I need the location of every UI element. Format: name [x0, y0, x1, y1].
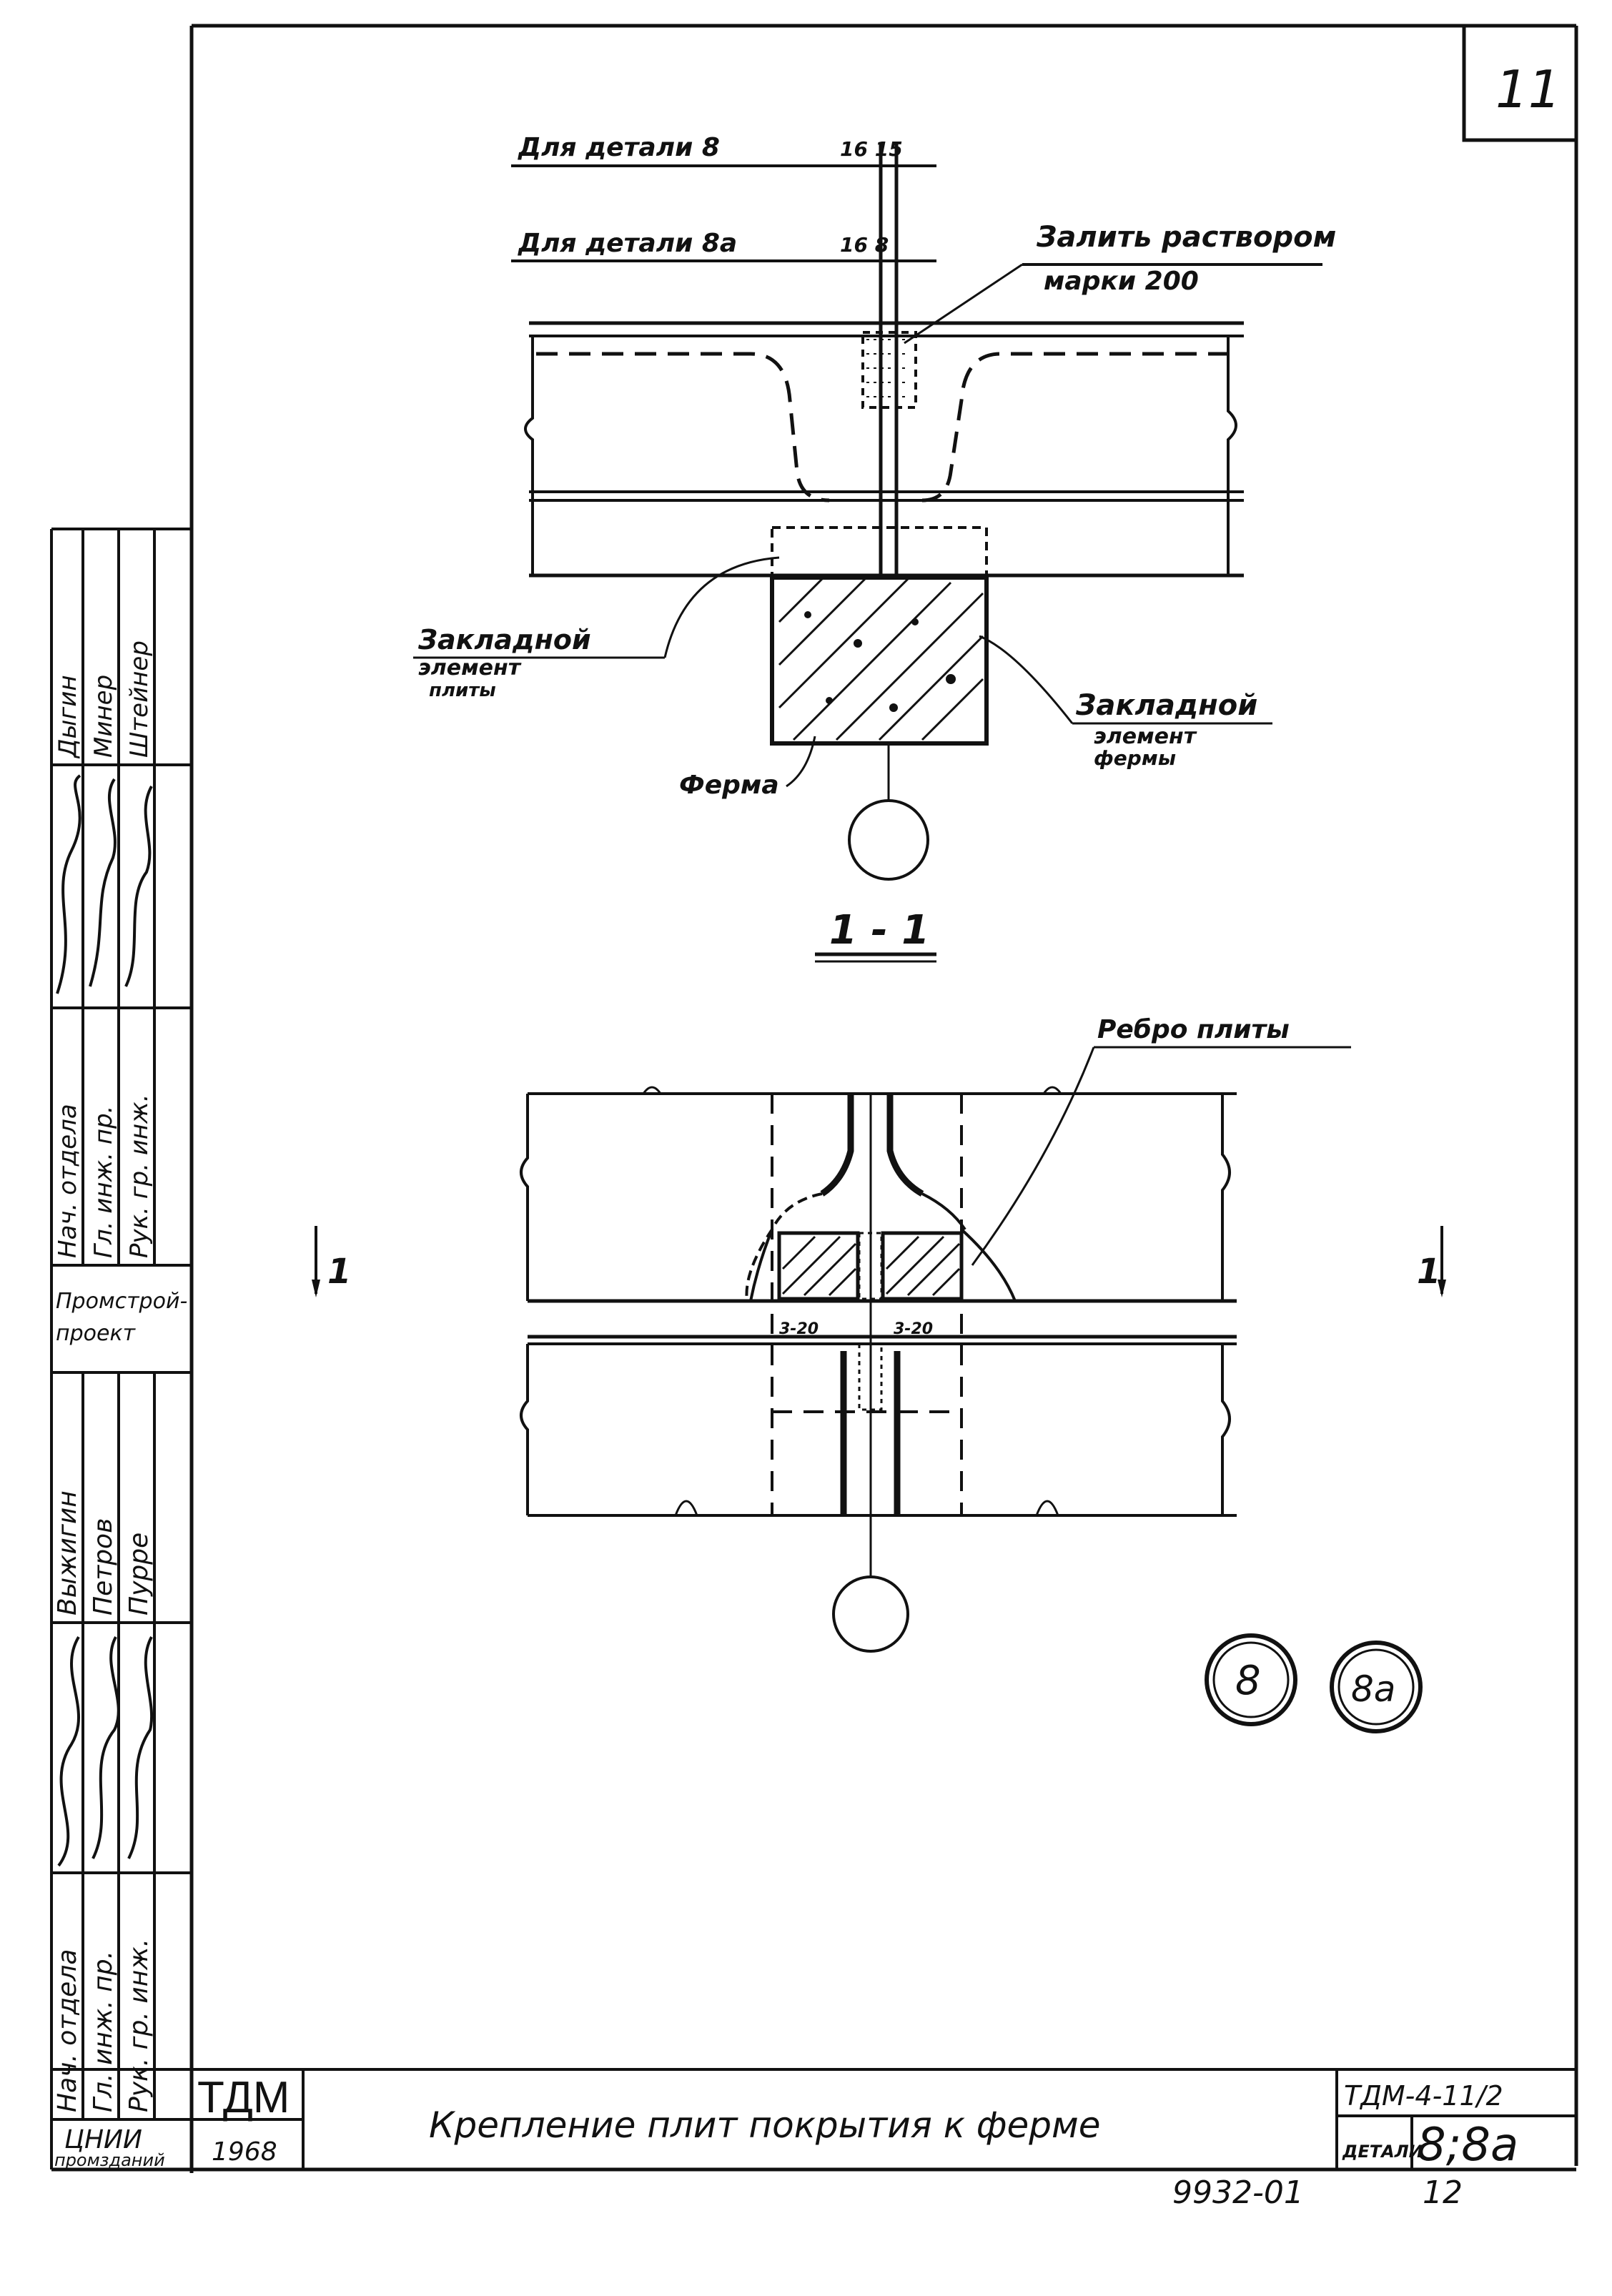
section-view: Для детали 8 16 15 Для детали 8а 16 8 За… [413, 133, 1336, 963]
stamp-org2-line1: ЦНИИ [64, 2125, 142, 2154]
stamp-role-4: Нач. отдела [53, 1949, 82, 2112]
detail-mark-8a: 8а [1330, 1641, 1423, 1733]
detail-mark-8-label: 8 [1235, 1658, 1261, 1704]
dim-right: 3-20 [894, 1320, 933, 1338]
details-label: ДЕТАЛИ [1342, 2142, 1423, 2162]
axis-marker-top [848, 799, 929, 881]
truss-hatching [778, 578, 984, 741]
stamp-role-2: Гл. инж. пр. [89, 1106, 118, 1258]
sheet-title: Крепление плит покрытия к ферме [429, 2104, 1101, 2146]
stamp-role-6: Рук. гр. инж. [124, 1939, 154, 2112]
callout-plate-embed-2: элемент [418, 655, 522, 681]
left-stamp: Нач. отдела Гл. инж. пр. Рук. гр. инж. Д… [50, 528, 192, 2170]
axis-marker-bottom [832, 1575, 909, 1653]
stamp-role-1: Нач. отдела [54, 1104, 82, 1258]
sheet-number-box: 11 [1462, 26, 1576, 142]
plate-hatching [781, 1235, 961, 1297]
stamp-org1-line2: проект [56, 1321, 137, 1346]
stamp-name-2: Минер [89, 675, 118, 758]
callout-rib: Ребро плиты [1097, 1015, 1290, 1044]
footer-page: 12 [1423, 2174, 1463, 2211]
label-detail-8a: Для детали 8а [518, 229, 737, 258]
cut-left: 1 [327, 1252, 351, 1292]
signatures-upper [56, 774, 153, 994]
callout-truss-embed-1: Закладной [1075, 689, 1257, 722]
detail-mark-8: 8 [1205, 1633, 1297, 1726]
stamp-role-3: Рук. гр. инж. [125, 1094, 154, 1258]
note-fill: Залить раствором [1036, 221, 1336, 254]
stamp-name-3: Штейнер [125, 640, 154, 758]
plan-view: Ребро плиты [312, 1015, 1446, 1733]
stamp-org1-line1: Промстрой- [56, 1289, 187, 1314]
stamp-name-4: Выжигин [53, 1490, 82, 1615]
sheet-number: 11 [1495, 59, 1561, 119]
note-grade: марки 200 [1044, 267, 1199, 296]
callout-plate-embed-1: Закладной [417, 624, 591, 655]
section-title: 1 - 1 [829, 907, 929, 954]
title-block: ТДМ 1968 Крепление плит покрытия к ферме… [51, 2068, 1576, 2211]
signatures-lower [57, 1636, 154, 1867]
stamp-name-6: Пурре [124, 1533, 154, 1615]
org-code: ТДМ [197, 2073, 290, 2122]
callout-plate-embed-3: плиты [429, 680, 496, 701]
year: 1968 [212, 2137, 277, 2167]
callout-truss-embed-3: фермы [1094, 746, 1176, 770]
callout-truss: Ферма [679, 771, 779, 800]
sheet-frame [51, 24, 1578, 2173]
footer-code: 9932-01 [1172, 2174, 1304, 2211]
stamp-name-5: Петров [89, 1518, 118, 1615]
cut-right: 1 [1417, 1252, 1440, 1292]
series-code: ТДМ-4-11/2 [1344, 2080, 1503, 2112]
callout-truss-embed-2: элемент [1094, 724, 1197, 749]
label-detail-8: Для детали 8 [518, 133, 720, 162]
detail-mark-8a-label: 8а [1351, 1668, 1395, 1710]
stamp-org2-line2: промзданий [54, 2150, 165, 2170]
stamp-role-5: Гл. инж. пр. [89, 1951, 118, 2112]
dim-left: 3-20 [779, 1320, 819, 1338]
details-value: 8;8а [1417, 2119, 1518, 2172]
size-detail-8: 16 15 [840, 137, 903, 161]
stamp-name-1: Дыгин [54, 675, 82, 759]
